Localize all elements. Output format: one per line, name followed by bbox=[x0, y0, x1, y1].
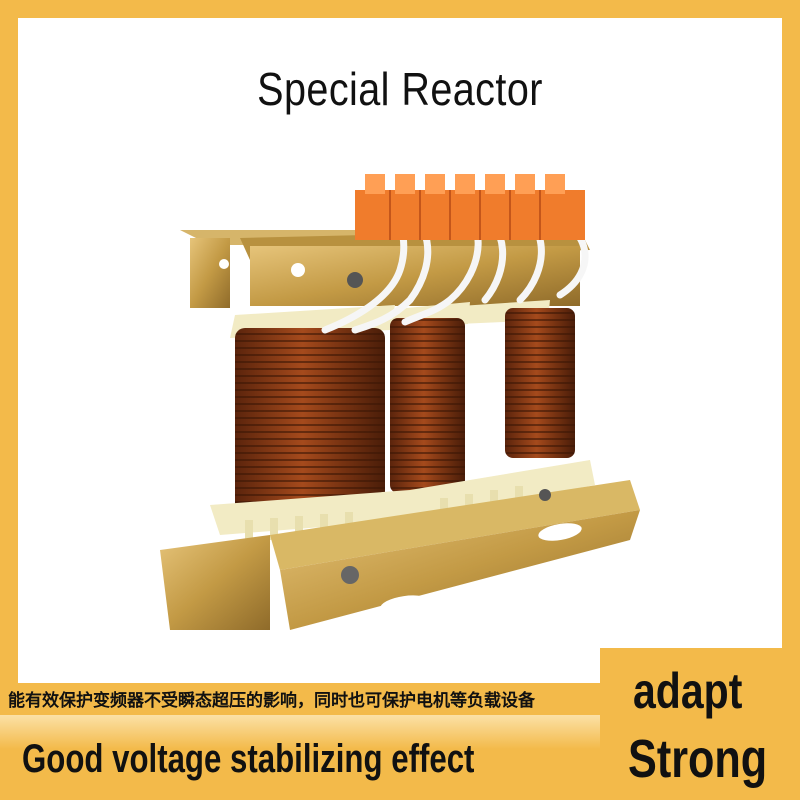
badge-line-2: Strong bbox=[628, 729, 768, 789]
badge-line-1: adapt bbox=[633, 663, 743, 719]
page-title: Special Reactor bbox=[257, 63, 543, 115]
reactor-image bbox=[160, 174, 640, 630]
slogan-band bbox=[0, 715, 600, 800]
chinese-caption-strip bbox=[0, 683, 600, 715]
chinese-caption: 能有效保护变频器不受瞬态超压的影响，同时也可保护电机等负载设备 bbox=[8, 691, 535, 711]
adapt-strong-badge: adapt Strong bbox=[600, 648, 800, 800]
slogan-text: Good voltage stabilizing effect bbox=[22, 737, 475, 781]
